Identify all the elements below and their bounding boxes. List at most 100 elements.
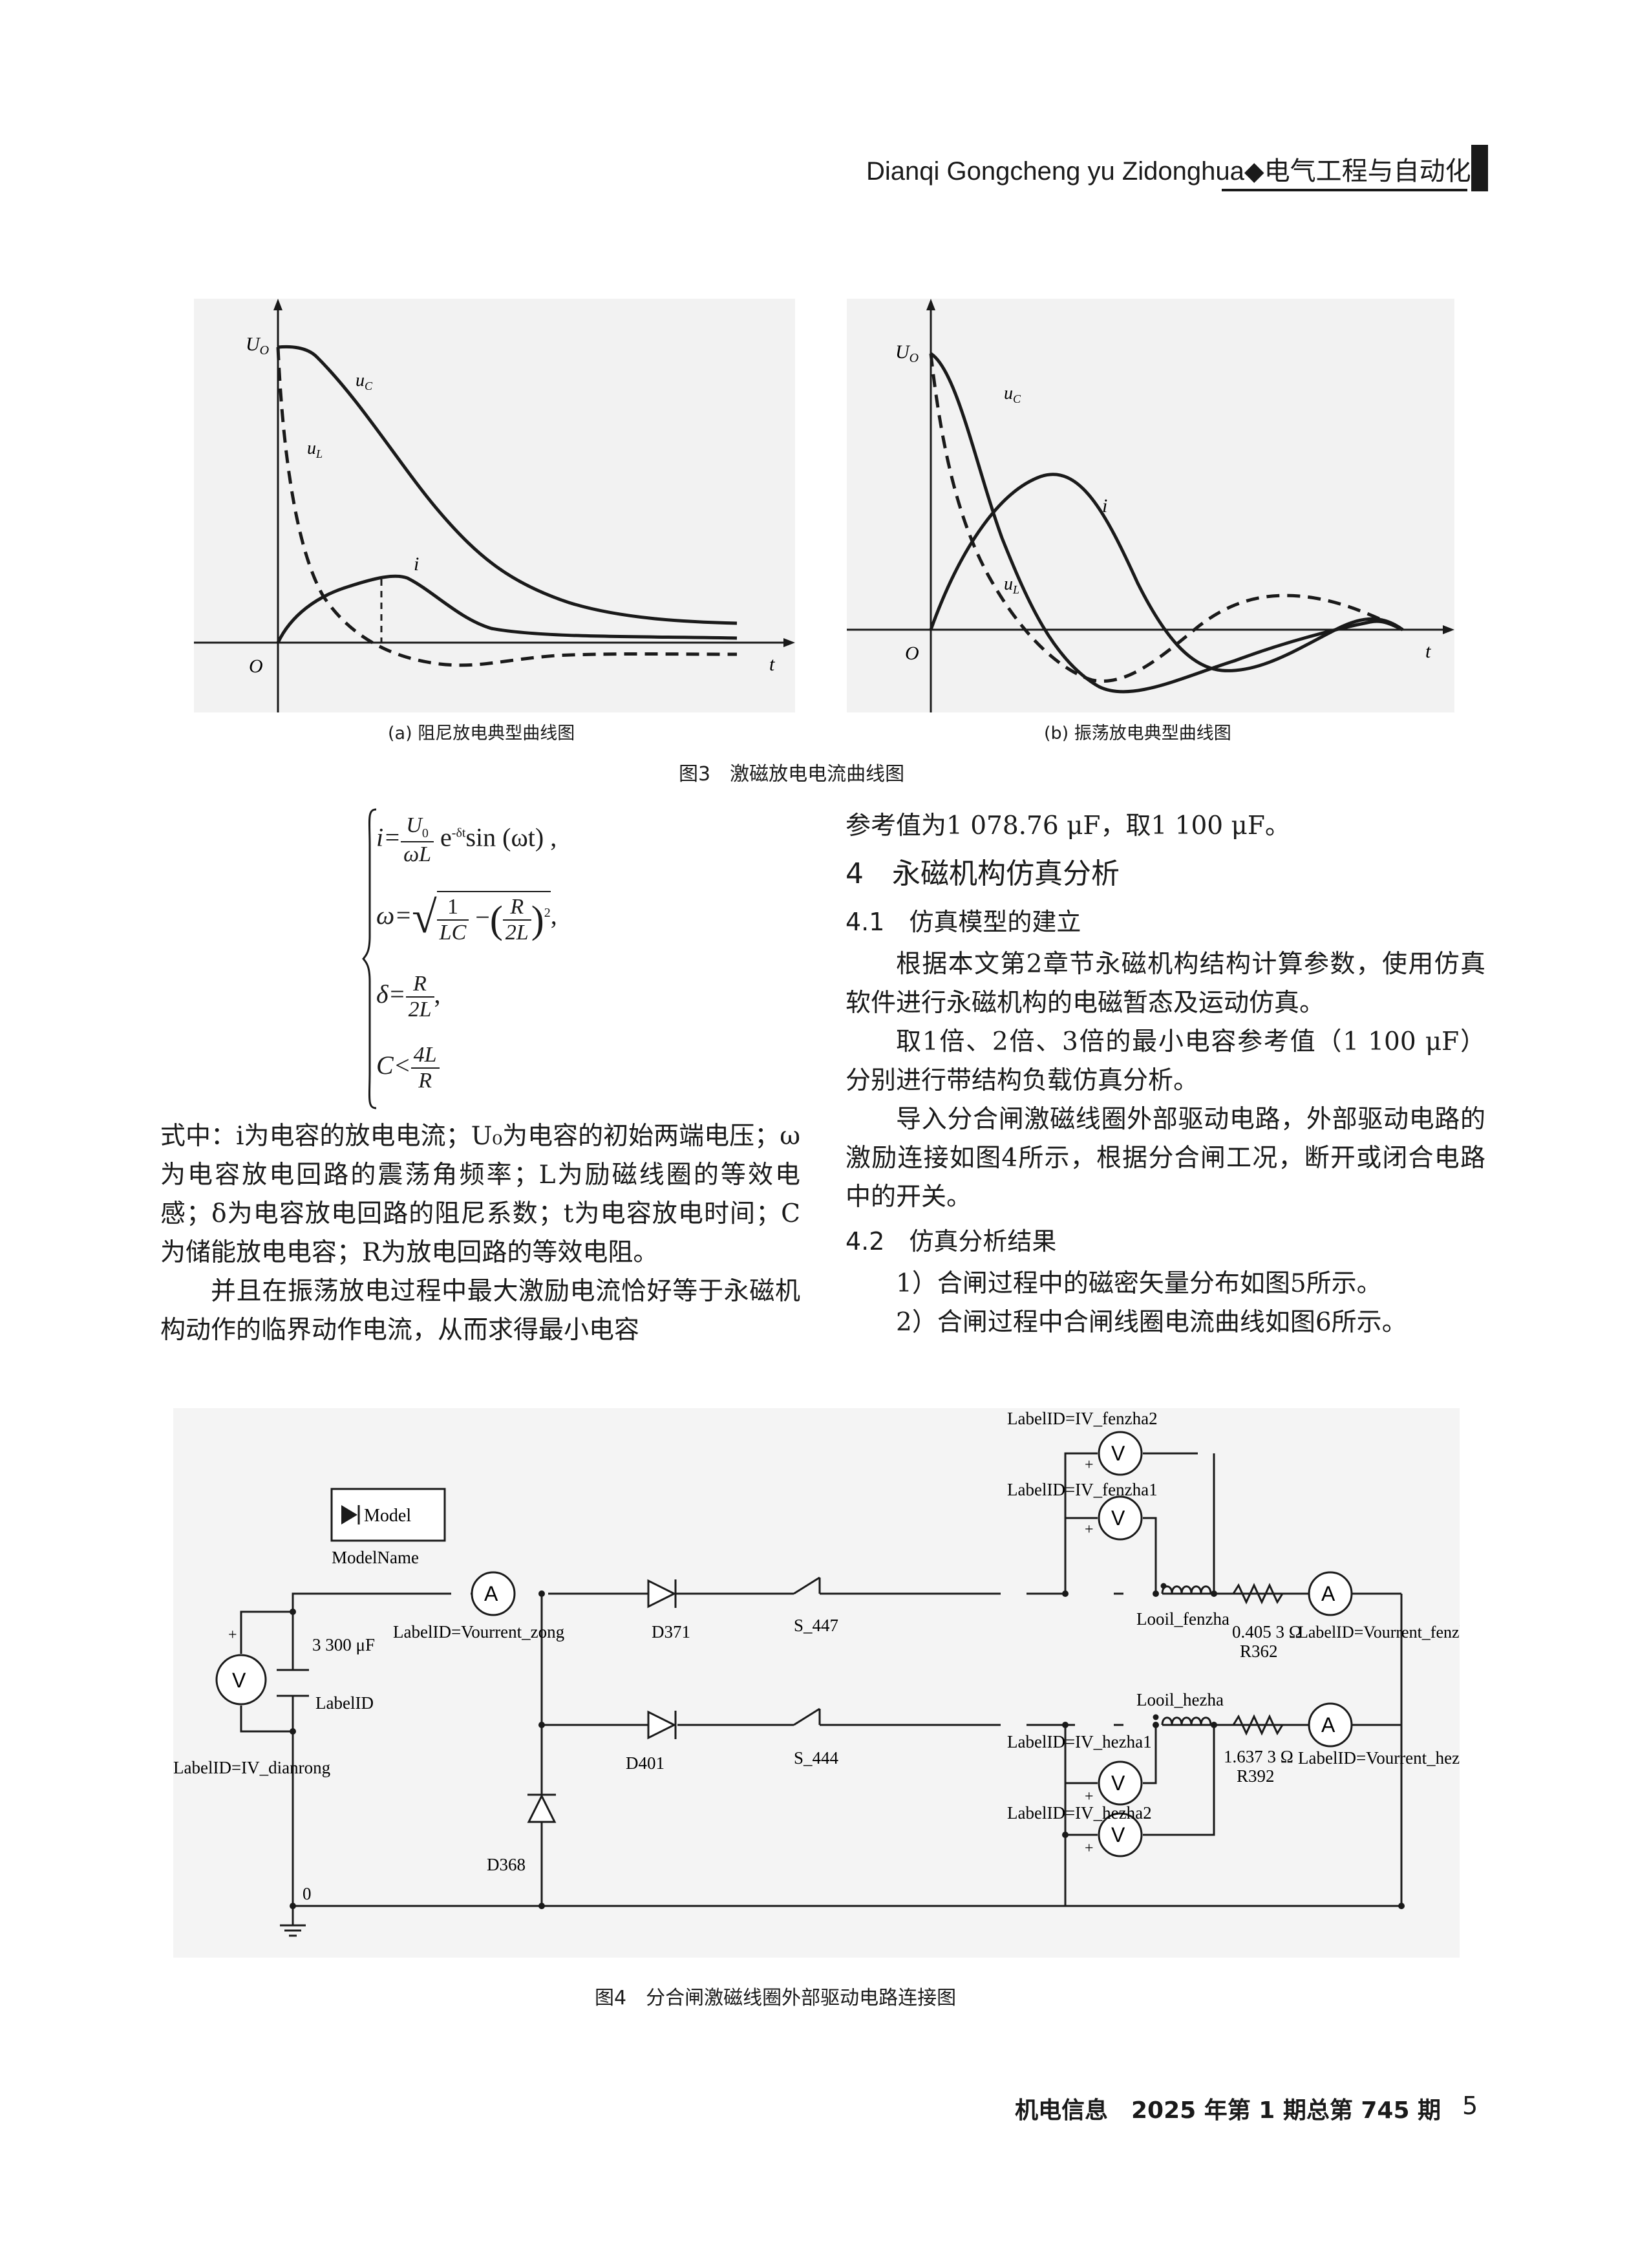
svg-text:+: + bbox=[1085, 1788, 1094, 1805]
figure3b-caption: (b) 振荡放电典型曲线图 bbox=[1044, 723, 1231, 744]
junction-dots bbox=[290, 1590, 1405, 1909]
voltmeter-dianrong: V + bbox=[215, 1627, 267, 1706]
left-column: 式中：i为电容的放电电流；U₀为电容的初始两端电压；ω为电容放电回路的震荡角频率… bbox=[160, 1117, 800, 1350]
uc-curve bbox=[277, 345, 738, 625]
ammeter-fenzha: A bbox=[1308, 1571, 1353, 1616]
x-axis-arrow bbox=[783, 638, 795, 647]
iv-dianrong-label: LabelID=IV_dianrong bbox=[173, 1758, 330, 1777]
i-curve bbox=[929, 473, 1404, 672]
iv-hezha1-label: LabelID=IV_hezha1 bbox=[1007, 1732, 1152, 1751]
coil-fenzha bbox=[1160, 1583, 1212, 1594]
voltmeter-fenzha2: V + bbox=[1085, 1431, 1143, 1476]
i-label: i bbox=[1102, 495, 1107, 517]
paragraph-driving-circuit: 导入分合闸激磁线圈外部驱动电路，外部驱动电路的激励连接如图4所示，根据分合闸工况… bbox=[846, 1105, 1485, 1212]
running-header: Dianqi Gongcheng yu Zidonghua◆电气工程与自动化 bbox=[866, 150, 1471, 187]
ul-curve bbox=[929, 353, 1404, 683]
d368-label: D368 bbox=[487, 1855, 526, 1874]
looil-hezha-label: Looil_hezha bbox=[1136, 1690, 1224, 1709]
left-brace bbox=[362, 808, 377, 1109]
section-heading-4: 4 永磁机构仿真分析 bbox=[846, 857, 1120, 890]
t-axis-label: t bbox=[1425, 641, 1431, 662]
figure3-caption: 图3 激磁放电电流曲线图 bbox=[679, 763, 905, 786]
model-name-label: ModelName bbox=[332, 1548, 419, 1567]
d401-label: D401 bbox=[626, 1753, 665, 1773]
diode-d368 bbox=[527, 1793, 557, 1823]
header-bar bbox=[1471, 145, 1488, 191]
footer-journal-issue: 机电信息 2025 年第 1 期总第 745 期 bbox=[1015, 2097, 1442, 2124]
journal-name-cn: 电气工程与自动化 bbox=[1264, 156, 1471, 186]
result-item-2: 2）合闸过程中合闸线圈电流曲线如图6所示。 bbox=[896, 1308, 1407, 1337]
paragraph-model-setup: 根据本文第2章节永磁机构结构计算参数，使用仿真软件进行永磁机构的电磁暂态及运动仿… bbox=[846, 950, 1485, 1018]
origin-label: O bbox=[905, 643, 919, 664]
header-rule bbox=[1222, 189, 1467, 191]
r362-value: 0.405 3 Ω bbox=[1232, 1622, 1302, 1642]
y-axis-arrow bbox=[273, 299, 282, 310]
section-heading-4-2: 4.2 仿真分析结果 bbox=[846, 1227, 1057, 1256]
diode-d371 bbox=[639, 1579, 690, 1609]
svg-text:V: V bbox=[1111, 1823, 1125, 1846]
r362-label: R362 bbox=[1240, 1642, 1278, 1661]
plot-background bbox=[847, 299, 1454, 712]
paragraph-capacitance-multiples: 取1倍、2倍、3倍的最小电容参考值（1 100 μF）分别进行带结构负载仿真分析… bbox=[846, 1027, 1485, 1095]
svg-text:Model: Model bbox=[364, 1506, 411, 1526]
vourrent-hezha-label: LabelID=Vourrent_hezha bbox=[1298, 1748, 1460, 1768]
y-axis-arrow bbox=[926, 299, 935, 310]
svg-text:A: A bbox=[1321, 1582, 1335, 1605]
r392-value: 1.637 3 Ω bbox=[1224, 1747, 1293, 1766]
journal-pinyin: Dianqi Gongcheng yu Zidonghua bbox=[866, 157, 1244, 186]
svg-text:A: A bbox=[1321, 1713, 1335, 1737]
switch-s444 bbox=[793, 1707, 821, 1726]
figure4-caption: 图4 分合闸激磁线圈外部驱动电路连接图 bbox=[595, 1987, 957, 2009]
svg-text:V: V bbox=[1111, 1442, 1125, 1465]
ground-node-label: 0 bbox=[303, 1884, 312, 1903]
diode-d401 bbox=[639, 1710, 677, 1740]
paragraph-min-capacitance: 并且在振荡放电过程中最大激励电流恰好等于永磁机构动作的临界动作电流，从而求得最小… bbox=[160, 1277, 800, 1345]
s447-label: S_447 bbox=[794, 1616, 838, 1635]
voltmeter-fenzha1: V + bbox=[1085, 1495, 1143, 1541]
right-column: 参考值为1 078.76 μF，取1 100 μF。 4 永磁机构仿真分析 4.… bbox=[846, 807, 1485, 1342]
uc-label: uC bbox=[1004, 383, 1021, 405]
circuit-wires bbox=[240, 1452, 1403, 1937]
uc-curve bbox=[930, 352, 1404, 694]
u0-label: UO bbox=[895, 341, 919, 365]
capacitor-value: 3 300 μF bbox=[312, 1635, 375, 1654]
header-diamond: ◆ bbox=[1244, 157, 1264, 186]
model-block: Model bbox=[330, 1488, 446, 1542]
svg-text:+: + bbox=[1085, 1457, 1094, 1473]
figure3a-svg: UO uC uL i O t bbox=[194, 299, 795, 712]
svg-text:V: V bbox=[1111, 1771, 1125, 1795]
i-label: i bbox=[414, 553, 419, 575]
d371-label: D371 bbox=[652, 1622, 690, 1642]
figure3b-svg: UO uC uL i O t bbox=[847, 299, 1454, 712]
ul-curve bbox=[276, 347, 738, 667]
ammeter-hezha: A bbox=[1308, 1702, 1353, 1748]
result-item-1: 1）合闸过程中的磁密矢量分布如图5所示。 bbox=[896, 1269, 1382, 1298]
iv-hezha2-label: LabelID=IV_hezha2 bbox=[1007, 1803, 1152, 1823]
plot-background bbox=[194, 299, 795, 712]
vourrent-fenzha-label: LabelID=Vourrent_fenzha bbox=[1298, 1623, 1460, 1642]
voltmeter-hezha2: V + bbox=[1085, 1812, 1143, 1857]
variable-definitions: 式中：i为电容的放电电流；U₀为电容的初始两端电压；ω为电容放电回路的震荡角频率… bbox=[160, 1122, 800, 1267]
iv-fenzha1-label: LabelID=IV_fenzha1 bbox=[1007, 1480, 1158, 1499]
svg-text:+: + bbox=[1085, 1521, 1094, 1538]
r392-label: R392 bbox=[1237, 1766, 1275, 1786]
ul-label: uL bbox=[307, 438, 323, 460]
i-curve bbox=[276, 574, 738, 644]
t-axis-label: t bbox=[769, 654, 775, 675]
svg-text:A: A bbox=[484, 1582, 498, 1605]
uc-label: uC bbox=[356, 370, 373, 392]
figure4-circuit: Model ModelName A LabelID=Vourrent_zong … bbox=[173, 1408, 1476, 1958]
coil-hezha bbox=[1153, 1714, 1212, 1726]
x-axis-arrow bbox=[1443, 625, 1454, 634]
page-number: 5 bbox=[1462, 2091, 1478, 2120]
vourrent-zong-label: LabelID=Vourrent_zong bbox=[393, 1622, 564, 1642]
svg-text:V: V bbox=[1111, 1506, 1125, 1530]
figure3a-caption: (a) 阻尼放电典型曲线图 bbox=[388, 723, 575, 744]
figure3a-plot: UO uC uL i O t bbox=[194, 299, 795, 712]
svg-text:+: + bbox=[228, 1627, 237, 1643]
